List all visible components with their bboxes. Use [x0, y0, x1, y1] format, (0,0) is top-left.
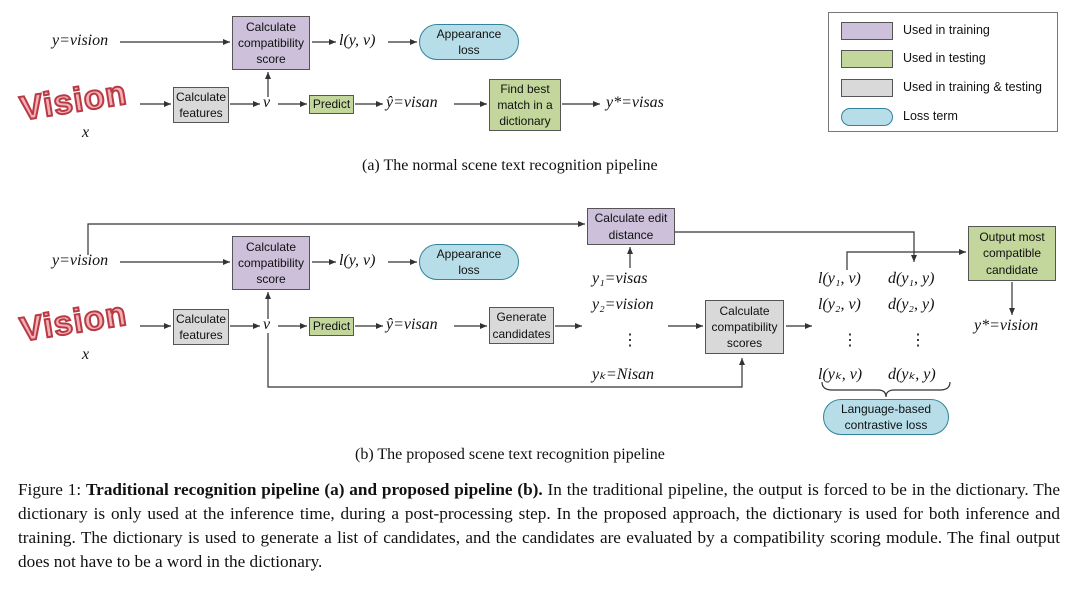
- arrow-b-l-to-output: [846, 249, 966, 270]
- b-calc-compat-line3: score: [256, 272, 286, 287]
- b-output-line2: compatible: [982, 246, 1042, 261]
- b-output-line3: candidate: [985, 262, 1039, 277]
- a-find-line3: dictionary: [499, 114, 551, 129]
- b-input-label: y=vision: [52, 252, 109, 269]
- b-output-line1: Output most: [979, 230, 1045, 245]
- b-l-yv: l(y, v): [339, 252, 376, 269]
- b-appearance-loss: Appearance loss: [419, 244, 519, 280]
- a-calc-features-box: Calculate features: [173, 87, 229, 123]
- b-calc-compat-line2: compatibility: [237, 255, 305, 270]
- b-contrastive-line2: contrastive loss: [844, 418, 928, 432]
- legend-swatch-training: [841, 22, 893, 40]
- b-features-line1: Calculate: [175, 311, 227, 326]
- b-edit-line1: Calculate edit: [594, 211, 668, 226]
- legend-label-training: Used in training: [903, 23, 990, 37]
- legend-label-both: Used in training & testing: [903, 80, 1042, 94]
- a-appearance-loss: Appearance loss: [419, 24, 519, 60]
- brace-l-d: [821, 381, 951, 398]
- b-features-line2: features: [179, 328, 223, 342]
- b-d-col-1: d(y₁, y): [888, 270, 935, 287]
- b-caption: (b) The proposed scene text recognition …: [355, 446, 665, 463]
- a-ystar: y*=visas: [606, 94, 664, 111]
- arrow-b-v-to-scores: [267, 333, 745, 388]
- a-caption: (a) The normal scene text recognition pi…: [362, 157, 658, 174]
- b-calc-features-box: Calculate features: [173, 309, 229, 345]
- b-scores-line1: Calculate: [719, 303, 770, 318]
- a-features-line2: features: [179, 106, 223, 120]
- legend-label-testing: Used in testing: [903, 51, 986, 65]
- b-scores-line2: compatibility: [711, 319, 778, 334]
- a-yhat: ŷ=visan: [386, 94, 438, 111]
- a-x-label: x: [82, 124, 90, 141]
- a-features-line1: Calculate: [175, 89, 227, 104]
- figure-caption-text: In the traditional pipeline, the output …: [18, 480, 1061, 571]
- b-d-col-dots: ⋮: [910, 332, 926, 349]
- a-calc-compat-line2: compatibility: [237, 35, 305, 50]
- a-input-label: y=vision: [52, 32, 109, 49]
- b-l-col-1: l(y₁, v): [818, 270, 861, 287]
- b-d-col-2: d(y₂, y): [888, 296, 935, 313]
- legend-swatch-loss: [841, 108, 893, 126]
- b-yhat: ŷ=visan: [386, 316, 438, 333]
- b-l-col-dots: ⋮: [842, 332, 858, 349]
- a-l-yv: l(y, v): [339, 32, 376, 49]
- a-calc-compat-line3: score: [256, 52, 286, 67]
- legend: [828, 12, 1058, 132]
- arrow-b-edit-to-d: [675, 231, 917, 262]
- figure-caption-bold: Traditional recognition pipeline (a) and…: [86, 480, 543, 499]
- a-v-label: v: [263, 94, 271, 111]
- b-candidate-1: y₁=visas: [592, 270, 648, 287]
- b-contrastive-loss: Language-based contrastive loss: [823, 399, 949, 435]
- a-predict-box: Predict: [309, 95, 354, 114]
- legend-swatch-testing: [841, 50, 893, 68]
- a-find-line2: match in a: [497, 97, 553, 112]
- b-generate-line1: Generate: [496, 310, 547, 325]
- a-find-line1: Find best: [500, 81, 550, 96]
- b-scores-line3: scores: [726, 336, 763, 351]
- b-generate-line2: candidates: [492, 326, 551, 341]
- b-l-col-k: l(yₖ, v): [818, 366, 863, 383]
- legend-label-loss: Loss term: [903, 109, 958, 123]
- b-candidate-2: y₂=vision: [592, 296, 654, 313]
- b-calc-compat-line1: Calculate: [245, 239, 297, 254]
- b-candidate-dots: ⋮: [622, 332, 638, 349]
- arrow-b-input-to-edit: [87, 221, 585, 255]
- b-d-col-k: d(yₖ, y): [888, 366, 936, 383]
- b-ystar: y*=vision: [974, 317, 1039, 334]
- b-v-label: v: [263, 316, 271, 333]
- a-calc-compat-line1: Calculate: [245, 19, 297, 34]
- b-edit-line2: distance: [608, 227, 654, 242]
- b-contrastive-line1: Language-based: [840, 401, 932, 416]
- b-appearance-line1: Appearance: [436, 246, 502, 261]
- a-appearance-line2: loss: [458, 43, 480, 57]
- b-l-col-2: l(y₂, v): [818, 296, 861, 313]
- figure-caption: Figure 1: Traditional recognition pipeli…: [18, 478, 1060, 574]
- b-appearance-line2: loss: [458, 263, 480, 277]
- legend-swatch-both: [841, 79, 893, 97]
- b-candidate-k: yₖ=Nisan: [592, 366, 655, 383]
- b-predict-box: Predict: [309, 317, 354, 336]
- figure-caption-label: Figure 1:: [18, 480, 86, 499]
- b-x-label: x: [82, 346, 90, 363]
- a-appearance-line1: Appearance: [436, 26, 502, 41]
